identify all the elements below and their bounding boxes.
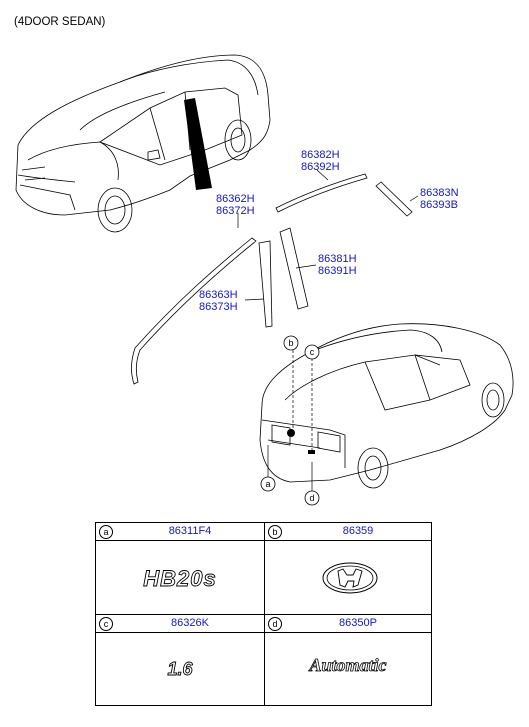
callout-label: 86383N <box>420 187 459 199</box>
part-number: 86359 <box>342 525 374 537</box>
marker-c: c <box>99 617 113 631</box>
part-number: 86350P <box>339 617 377 629</box>
callout-label: 86363H <box>199 289 238 301</box>
callout-label: 86372H <box>216 205 255 217</box>
callout-label: 86393B <box>420 199 458 211</box>
marker-d: d <box>304 490 320 506</box>
callout-label: 86391H <box>318 265 357 277</box>
svg-text:b: b <box>288 338 293 348</box>
part-number: 86326K <box>171 617 209 629</box>
moulding-strips <box>131 173 413 385</box>
hyundai-logo-icon <box>265 541 431 615</box>
table-cell: c 86326K 1.6 <box>96 614 264 705</box>
hb20s-emblem: HB20s <box>96 541 264 615</box>
marker-a: a <box>99 525 113 539</box>
table-cell: a 86311F4 HB20s <box>96 523 264 615</box>
callout-label: 86382H <box>301 149 340 161</box>
svg-text:Automatic: Automatic <box>308 655 386 675</box>
table-cell: d 86350P Automatic <box>264 614 431 705</box>
svg-text:HB20s: HB20s <box>143 566 216 591</box>
callout-label: 86362H <box>216 193 255 205</box>
emblem-positions <box>287 429 315 454</box>
callout-label: 86392H <box>301 161 340 173</box>
marker-d: d <box>268 617 282 631</box>
marker-c: c <box>304 344 320 360</box>
page-title: (4DOOR SEDAN) <box>14 16 106 28</box>
svg-text:a: a <box>265 479 270 489</box>
svg-text:c: c <box>310 347 315 357</box>
automatic-emblem: Automatic <box>265 633 431 705</box>
pillar-highlight <box>184 98 212 190</box>
marker-b: b <box>283 335 299 351</box>
marker-a: a <box>260 476 276 492</box>
displacement-emblem: 1.6 <box>96 633 264 705</box>
svg-text:d: d <box>309 493 314 503</box>
rear-car-illustration <box>259 323 514 489</box>
table-cell: b 86359 <box>264 523 431 615</box>
svg-text:1.6: 1.6 <box>167 659 193 679</box>
callout-label: 86373H <box>199 301 238 313</box>
marker-b: b <box>268 525 282 539</box>
emblem-parts-table: a 86311F4 HB20s b 86359 c 86326K <box>95 522 432 706</box>
leader-lines <box>237 169 419 492</box>
part-number: 86311F4 <box>168 525 212 537</box>
parts-diagram: (4DOOR SEDAN) <box>14 16 514 506</box>
callout-label: 86381H <box>318 253 357 265</box>
